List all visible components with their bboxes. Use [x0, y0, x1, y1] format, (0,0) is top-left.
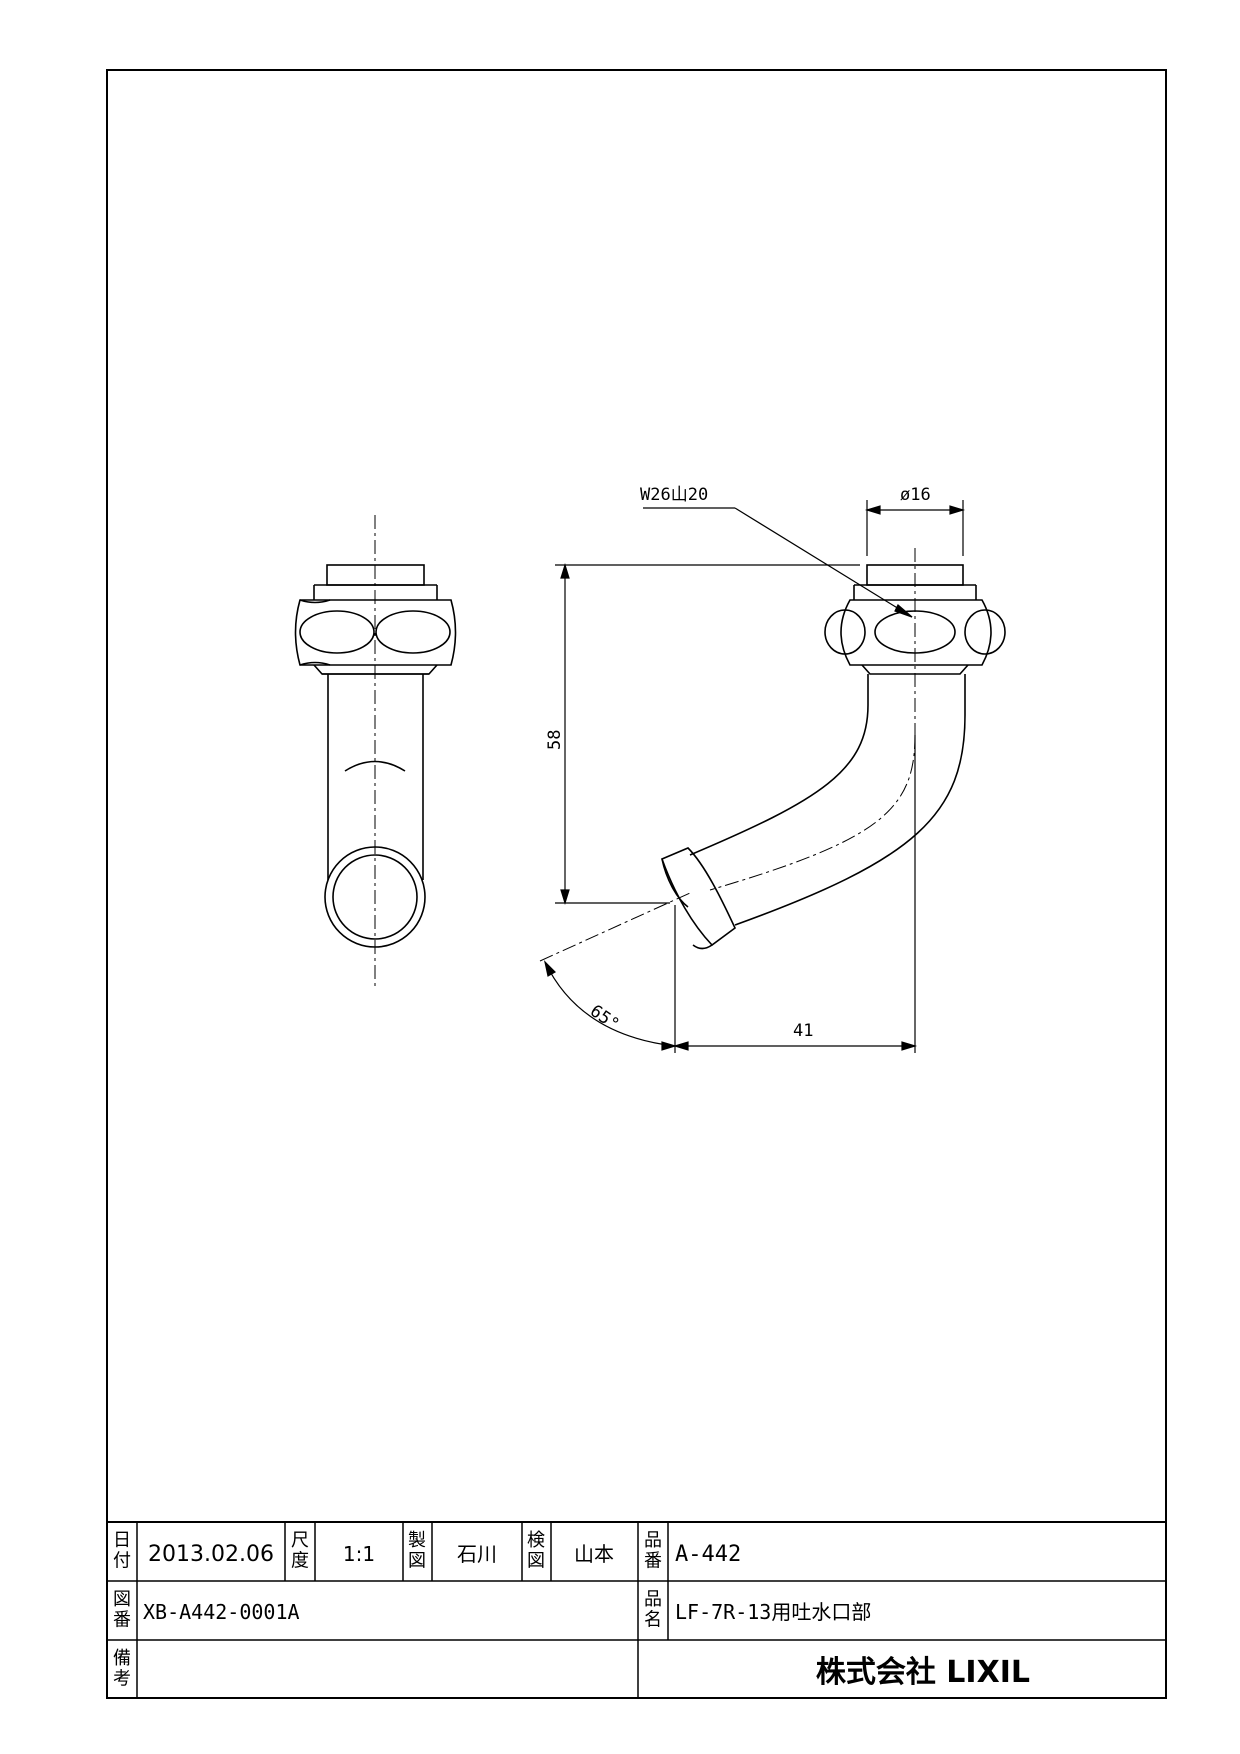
drawing-number-label: 図番 — [113, 1589, 131, 1631]
title-block-text: 日付 2013.02.06 尺度 1:1 製図 石川 検図 山本 品番 A-44… — [113, 1530, 1030, 1690]
height-dimension-label: 58 — [545, 730, 565, 750]
date-label: 日付 — [113, 1530, 131, 1572]
side-view-nut-facet — [824, 609, 866, 655]
side-view-pipe-outer — [734, 674, 966, 926]
side-view-pipe-centerline — [709, 734, 916, 891]
scale-value: 1:1 — [343, 1542, 375, 1566]
part-name-value: LF-7R-13用吐水口部 — [675, 1600, 871, 1624]
front-view-nut-facet — [299, 610, 375, 654]
thread-spec-label: W26山20 — [640, 485, 708, 505]
side-view-outlet-tip — [660, 847, 737, 947]
scale-label: 尺度 — [291, 1530, 309, 1572]
drawn-by-value: 石川 — [457, 1542, 497, 1566]
front-view-nut-facet — [375, 610, 451, 654]
part-name-label: 品名 — [644, 1589, 662, 1631]
front-view-nut — [294, 599, 457, 666]
front-view — [294, 515, 457, 990]
checked-by-value: 山本 — [574, 1542, 614, 1566]
side-view — [660, 548, 1006, 950]
date-value: 2013.02.06 — [148, 1542, 274, 1567]
front-view-outlet-outer — [324, 846, 426, 948]
checked-by-label: 検図 — [527, 1530, 545, 1572]
side-view-nut-facet — [874, 610, 956, 654]
side-view-nut — [840, 599, 992, 666]
dimension-lines — [539, 500, 966, 1053]
drawing-number-value: XB-A442-0001A — [143, 1600, 300, 1624]
title-block — [107, 1521, 1166, 1698]
width-dimension-label: 41 — [793, 1021, 813, 1041]
diameter-label: ø16 — [900, 485, 931, 505]
front-view-outlet-inner — [332, 854, 418, 940]
drawn-by-label: 製図 — [408, 1530, 426, 1572]
angle-dimension-label: 65° — [586, 1001, 623, 1035]
remarks-label: 備考 — [113, 1648, 131, 1690]
dimension-labels: W26山20 ø16 58 41 65° — [545, 485, 931, 1041]
company-logo: 株式会社 LIXIL — [816, 1655, 1030, 1690]
drawing-border — [106, 69, 1167, 1699]
part-number-label: 品番 — [644, 1530, 662, 1572]
side-view-pipe-inner — [689, 674, 869, 856]
part-number-value: A-442 — [675, 1542, 741, 1567]
side-view-nut-facet — [964, 609, 1006, 655]
